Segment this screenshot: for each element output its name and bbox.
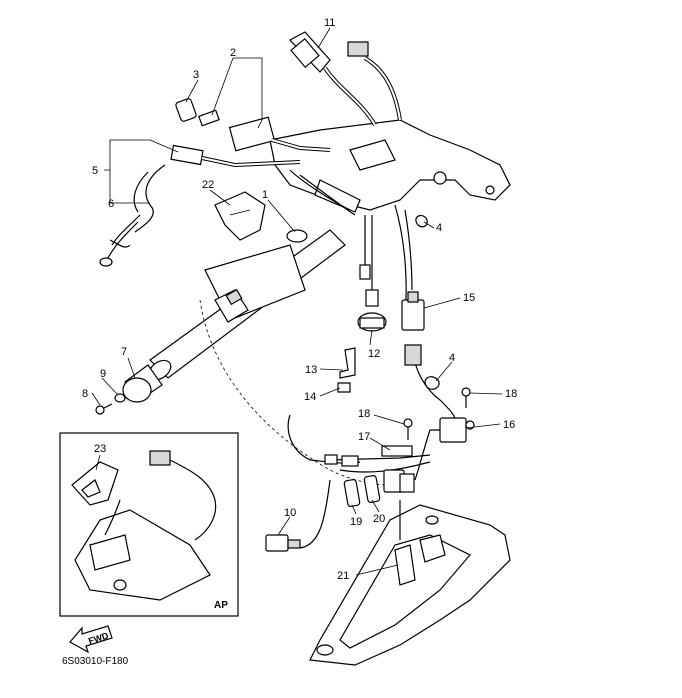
callout-4-upper: 4 bbox=[436, 222, 442, 234]
clamp-1 bbox=[286, 229, 308, 243]
relay-16 bbox=[414, 417, 475, 481]
grip-end-7-8-9 bbox=[95, 364, 163, 415]
callout-5: 5 bbox=[92, 165, 98, 177]
callout-13: 13 bbox=[305, 364, 317, 376]
inset-label: AP bbox=[214, 600, 228, 611]
inset-ap bbox=[59, 432, 239, 617]
callout-22: 22 bbox=[202, 179, 214, 191]
callout-numbers: 11 2 3 5 6 22 1 4 15 7 12 4 13 9 8 18 14… bbox=[82, 17, 517, 582]
fuse-holders-19-20 bbox=[343, 469, 415, 507]
harness-connector-11 bbox=[289, 31, 402, 127]
callout-6: 6 bbox=[108, 198, 114, 210]
callout-16: 16 bbox=[503, 419, 515, 431]
callout-1: 1 bbox=[262, 189, 268, 201]
callout-8: 8 bbox=[82, 388, 88, 400]
key-switch-2-3 bbox=[175, 98, 331, 152]
callout-7: 7 bbox=[121, 346, 127, 358]
callout-18-right: 18 bbox=[505, 388, 517, 400]
leader-lines bbox=[91, 27, 503, 576]
sensor-12-13-14 bbox=[337, 312, 387, 393]
clip-4 bbox=[404, 214, 440, 390]
connector-10 bbox=[265, 534, 301, 552]
callout-14: 14 bbox=[304, 391, 316, 403]
callout-23: 23 bbox=[94, 443, 106, 455]
callout-20: 20 bbox=[373, 513, 385, 525]
callout-21: 21 bbox=[337, 570, 349, 582]
callout-9: 9 bbox=[100, 368, 106, 380]
bottom-cowling bbox=[309, 500, 511, 666]
callout-3: 3 bbox=[193, 69, 199, 81]
grip-cover-22 bbox=[214, 191, 266, 241]
callout-17: 17 bbox=[358, 431, 370, 443]
callout-11: 11 bbox=[324, 17, 335, 29]
callout-18-left: 18 bbox=[358, 408, 370, 420]
callout-15: 15 bbox=[463, 292, 475, 304]
drawing-code: 6S03010-F180 bbox=[62, 656, 129, 667]
callout-19: 19 bbox=[350, 516, 362, 528]
harness-17 bbox=[324, 445, 413, 467]
callout-4-lower: 4 bbox=[449, 352, 455, 364]
screws-18 bbox=[403, 387, 471, 440]
fwd-arrow-icon: FWD bbox=[69, 625, 113, 654]
callout-10: 10 bbox=[284, 507, 296, 519]
tiller-handle bbox=[148, 229, 346, 381]
stop-switch-5-6 bbox=[99, 144, 301, 267]
callout-12: 12 bbox=[368, 348, 380, 360]
callout-2: 2 bbox=[230, 47, 236, 59]
connector-15 bbox=[401, 291, 425, 331]
upper-bracket bbox=[269, 119, 511, 213]
